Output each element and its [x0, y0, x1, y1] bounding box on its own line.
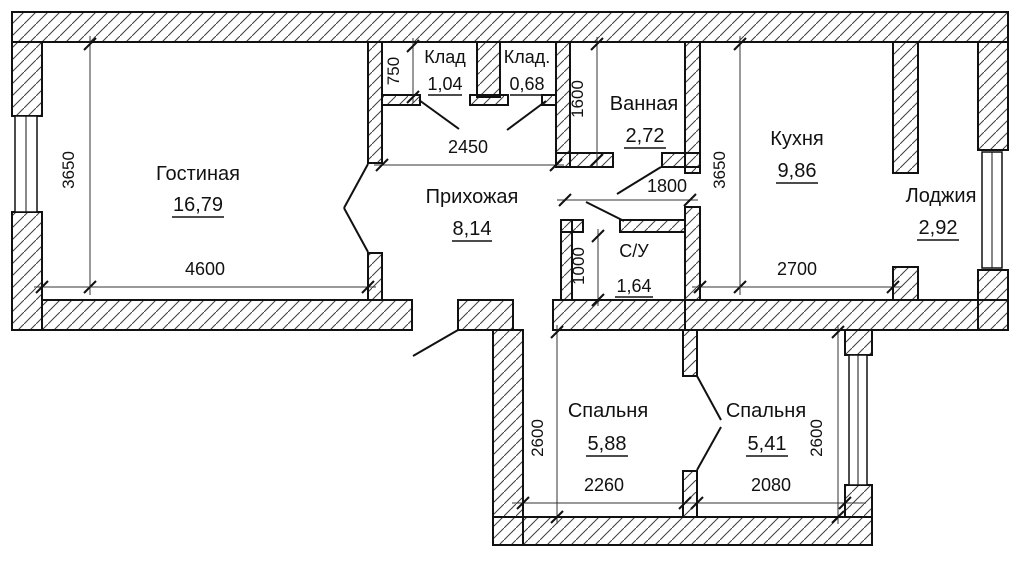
dim-living-height: 3650 [59, 36, 97, 295]
dim-bedroom-left-height-label: 2600 [528, 419, 547, 457]
room-label-loggia: Лоджия 2,92 [906, 185, 977, 241]
room-living-area: 16,79 [173, 194, 223, 216]
dim-corridor-width-label: 1800 [647, 176, 687, 196]
room-closet2-name: Клад. [504, 47, 551, 67]
room-closet1-name: Клад [424, 47, 466, 67]
room-wc-area: 1,64 [616, 276, 651, 296]
room-label-hall: Прихожая 8,14 [426, 186, 519, 242]
dim-corridor-width: 1800 [557, 176, 698, 207]
room-living-name: Гостиная [156, 163, 240, 185]
dim-bedroom-left-height: 2600 [528, 325, 564, 524]
dim-hall-width-label: 2450 [448, 137, 488, 157]
room-label-kitchen: Кухня 9,86 [770, 128, 824, 184]
room-bedroom1-name: Спальня [568, 400, 648, 422]
room-bath-area: 2,72 [626, 125, 665, 147]
dim-kitchen-height-label: 3650 [710, 151, 729, 189]
room-label-bedroom-left: Спальня 5,88 [568, 400, 648, 457]
door-living-bifold [343, 163, 369, 253]
window-living-left [14, 115, 38, 213]
room-kitchen-name: Кухня [770, 128, 824, 150]
room-bedroom2-name: Спальня [726, 400, 806, 422]
door-bedroom-bifold [696, 375, 722, 471]
dim-bedroom-left-width-label: 2260 [584, 475, 624, 495]
dim-wc-height-label: 1000 [569, 247, 588, 285]
room-label-bedroom-right: Спальня 5,41 [726, 400, 806, 457]
room-bedroom1-area: 5,88 [588, 433, 627, 455]
room-closet1-area: 1,04 [427, 74, 462, 94]
dim-living-width-label: 4600 [185, 259, 225, 279]
dim-hall-width: 2450 [374, 137, 564, 172]
dim-bedroom-right-height-label: 2600 [807, 419, 826, 457]
window-loggia-right [981, 151, 1003, 269]
room-kitchen-area: 9,86 [778, 160, 817, 182]
door-closet-1 [418, 99, 460, 130]
dim-bedroom-right-height: 2600 [807, 325, 845, 524]
room-closet2-area: 0,68 [509, 74, 544, 94]
dim-bath-height-label: 1600 [568, 80, 587, 118]
room-label-wc: С/У 1,64 [615, 241, 653, 298]
room-bedroom2-area: 5,41 [748, 433, 787, 455]
door-closet-2 [506, 100, 547, 131]
dim-kitchen-width: 2700 [692, 259, 901, 294]
dim-bedroom-widths: 2260 2080 [512, 475, 866, 510]
dim-bath-height: 1600 [568, 37, 604, 167]
room-hall-area: 8,14 [453, 218, 492, 240]
room-bath-name: Ванная [610, 93, 679, 115]
dim-kitchen-width-label: 2700 [777, 259, 817, 279]
dim-closet-height-label: 750 [384, 57, 403, 85]
dim-bedroom-right-width-label: 2080 [751, 475, 791, 495]
dim-living-height-label: 3650 [59, 151, 78, 189]
room-label-closet-2: Клад. 0,68 [504, 47, 551, 96]
room-loggia-name: Лоджия [906, 185, 977, 207]
room-label-bathroom: Ванная 2,72 [610, 93, 679, 149]
door-wc [585, 201, 625, 222]
dim-wc-height: 1000 [569, 229, 605, 307]
room-label-living: Гостиная 16,79 [156, 163, 240, 218]
dim-kitchen-height: 3650 [710, 36, 747, 295]
room-label-closet-1: Клад 1,04 [424, 47, 466, 96]
window-bedroom-right [848, 354, 868, 486]
room-wc-name: С/У [619, 241, 649, 261]
dim-living-width: 4600 [34, 259, 376, 294]
dim-closet-height: 750 [384, 38, 420, 104]
door-entrance [412, 329, 459, 357]
room-hall-name: Прихожая [426, 186, 519, 208]
door-bathroom [616, 166, 662, 195]
room-loggia-area: 2,92 [919, 217, 958, 239]
